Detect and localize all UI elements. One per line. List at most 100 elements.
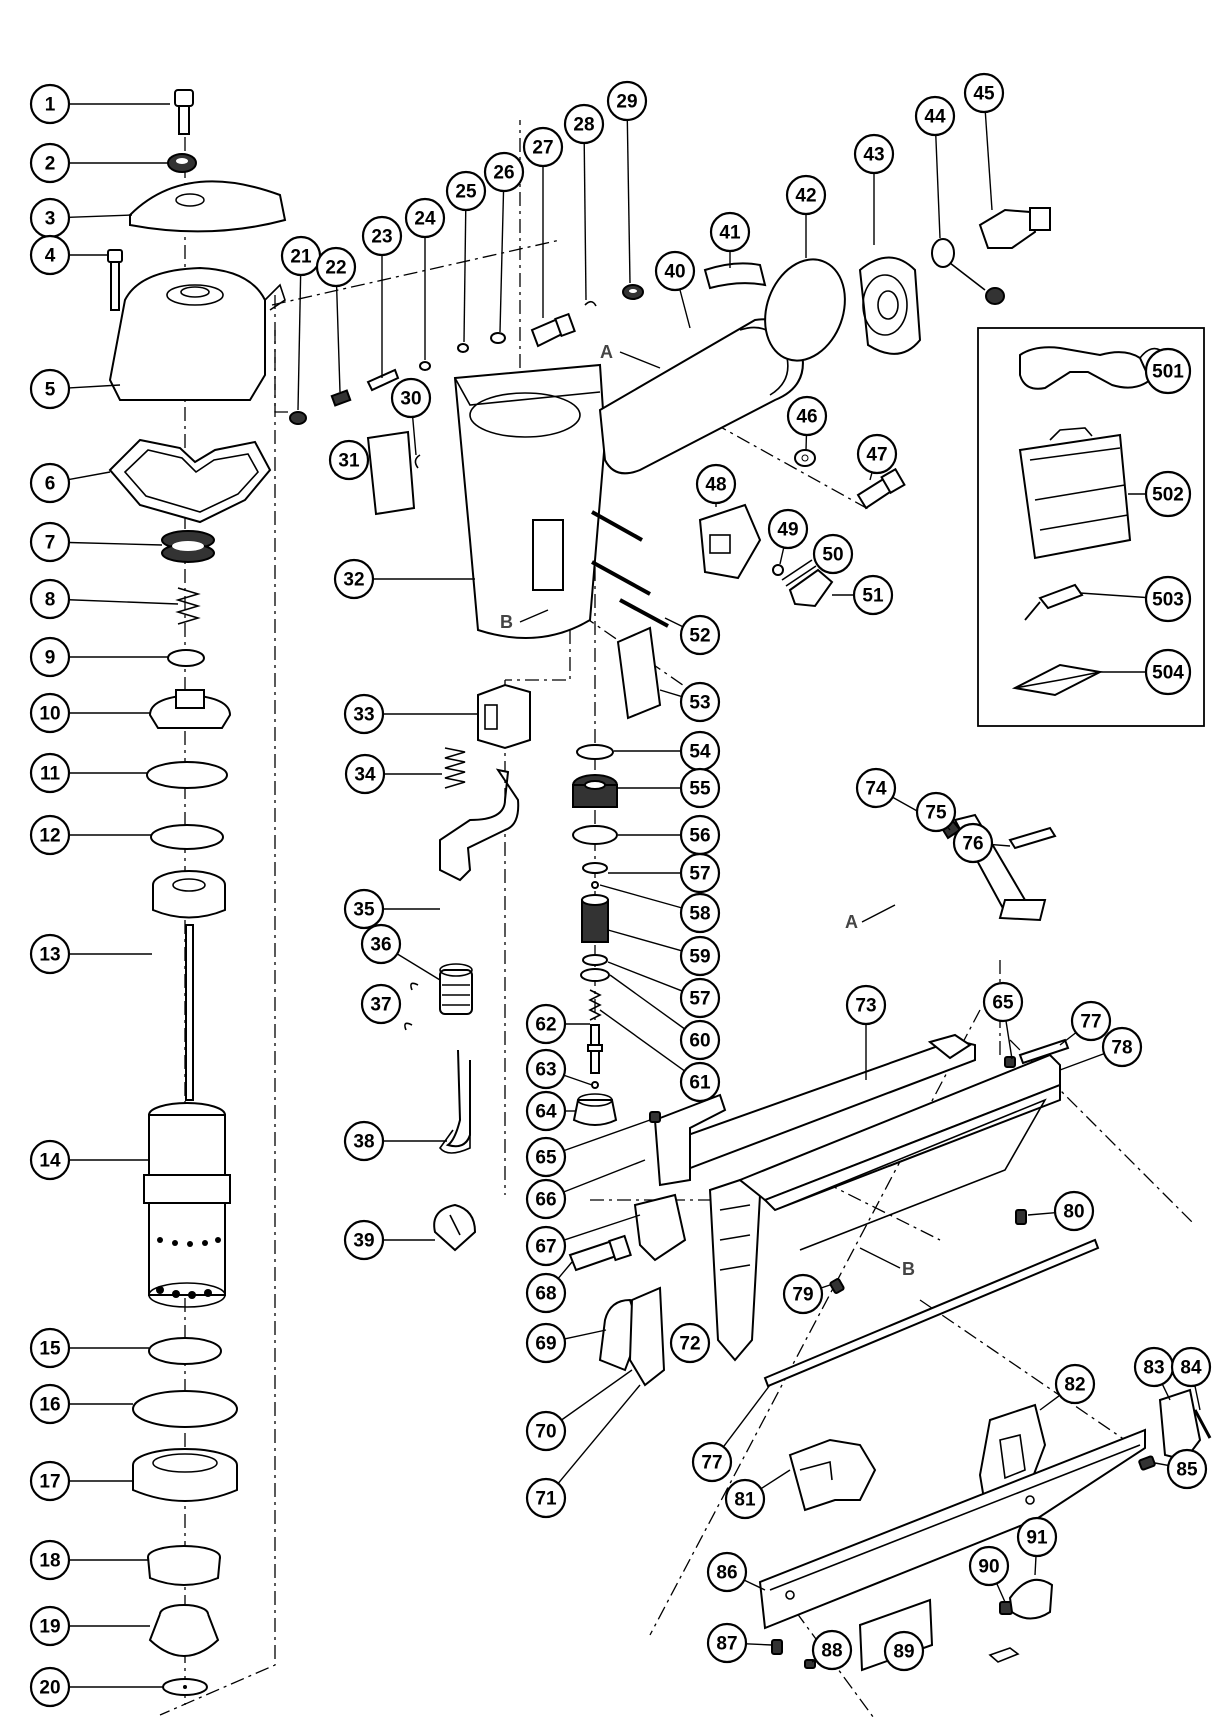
- callout-number-503: 503: [1152, 590, 1184, 611]
- callout-circle-12: [29, 814, 71, 856]
- callout-circle-77: [1070, 1000, 1112, 1042]
- part-callout-30: 30: [390, 377, 432, 419]
- callout-number-65: 65: [535, 1148, 557, 1169]
- callout-number-24: 24: [414, 209, 436, 230]
- callout-circle-15: [29, 1327, 71, 1369]
- callout-number-9: 9: [45, 648, 56, 669]
- part-callout-34: 34: [344, 753, 386, 795]
- callout-number-56: 56: [689, 826, 710, 847]
- callout-number-5: 5: [45, 380, 56, 401]
- part-callout-504: 504: [1144, 648, 1192, 696]
- callout-number-91: 91: [1026, 1528, 1048, 1549]
- callout-circle-60: [679, 1019, 721, 1061]
- callout-number-1: 1: [45, 95, 56, 116]
- callout-circle-17: [29, 1460, 71, 1502]
- part-callout-10: 10: [29, 692, 71, 734]
- part-callout-20: 20: [29, 1666, 71, 1708]
- part-callout-50: 50: [812, 533, 854, 575]
- leader-line-44: [935, 134, 941, 239]
- callout-circle-57b: [679, 977, 721, 1019]
- callout-circle-77b: [691, 1441, 733, 1483]
- callout-circle-46: [786, 395, 828, 437]
- leader-line-58: [599, 884, 682, 909]
- callout-circle-47: [856, 433, 898, 475]
- leader-line-81: [760, 1469, 791, 1490]
- callout-number-33: 33: [353, 705, 374, 726]
- part-callout-28: 28: [563, 103, 605, 145]
- callout-circle-19: [29, 1605, 71, 1647]
- callout-circle-90: [968, 1545, 1010, 1587]
- callout-number-75: 75: [925, 803, 947, 824]
- part-callout-61: 61: [679, 1061, 721, 1103]
- leader-line-68: [557, 1261, 573, 1279]
- callout-number-39: 39: [353, 1231, 374, 1252]
- callout-circle-88: [811, 1629, 853, 1671]
- leader-line-61: [599, 1009, 685, 1072]
- callout-number-55: 55: [689, 779, 711, 800]
- leader-line-57b: [607, 961, 683, 992]
- callout-circle-9: [29, 636, 71, 678]
- leader-line-77: [1059, 1032, 1077, 1046]
- callout-number-501: 501: [1152, 362, 1184, 383]
- leader-line-52: [664, 617, 684, 628]
- callout-circle-13: [29, 933, 71, 975]
- callout-circle-24: [404, 197, 446, 239]
- callout-number-3: 3: [45, 209, 56, 230]
- callout-number-81: 81: [734, 1490, 756, 1511]
- part-callout-89: 89: [883, 1630, 925, 1672]
- part-callout-41: 41: [709, 211, 751, 253]
- callout-circle-25: [445, 170, 487, 212]
- callout-number-504: 504: [1152, 663, 1184, 684]
- callout-number-64: 64: [535, 1102, 557, 1123]
- leader-line-67: [563, 1214, 641, 1241]
- part-callout-72: 72: [669, 1322, 711, 1364]
- leader-line-60: [609, 974, 686, 1030]
- part-callout-60: 60: [679, 1019, 721, 1061]
- part-callout-77: 77: [1070, 1000, 1112, 1042]
- callout-circle-16: [29, 1383, 71, 1425]
- callout-number-88: 88: [821, 1641, 842, 1662]
- leader-line-76: [991, 843, 1011, 847]
- callout-number-80: 80: [1063, 1202, 1084, 1223]
- leader-line-49: [779, 547, 785, 565]
- callout-circle-42: [785, 174, 827, 216]
- callout-number-67: 67: [535, 1237, 556, 1258]
- part-callout-70: 70: [525, 1410, 567, 1452]
- part-callout-3: 3: [29, 197, 71, 239]
- part-callout-87: 87: [706, 1622, 748, 1664]
- callout-number-82: 82: [1064, 1375, 1085, 1396]
- callout-circle-28: [563, 103, 605, 145]
- leader-line-83: [1161, 1383, 1171, 1401]
- callout-circle-38: [343, 1120, 385, 1162]
- part-callout-62: 62: [525, 1003, 567, 1045]
- part-callout-1: 1: [29, 83, 71, 125]
- part-callout-68: 68: [525, 1272, 567, 1314]
- part-callout-33: 33: [343, 693, 385, 735]
- callout-circle-79: [782, 1273, 824, 1315]
- callout-number-59: 59: [689, 947, 710, 968]
- callout-circle-55: [679, 767, 721, 809]
- callout-number-86: 86: [716, 1563, 737, 1584]
- callout-number-87: 87: [716, 1634, 737, 1655]
- part-callout-91: 91: [1016, 1516, 1058, 1558]
- part-callout-86: 86: [706, 1551, 748, 1593]
- callout-number-50: 50: [822, 545, 843, 566]
- part-callout-65: 65: [525, 1136, 567, 1178]
- part-callout-16: 16: [29, 1383, 71, 1425]
- part-callout-5: 5: [29, 368, 71, 410]
- callout-number-63: 63: [535, 1060, 556, 1081]
- callout-circle-48: [695, 463, 737, 505]
- leader-line-69: [564, 1329, 607, 1340]
- part-callout-64: 64: [525, 1090, 567, 1132]
- callout-number-69: 69: [535, 1334, 556, 1355]
- part-callout-75: 75: [915, 791, 957, 833]
- part-callout-13: 13: [29, 933, 71, 975]
- callout-circle-27: [522, 126, 564, 168]
- part-callout-42: 42: [785, 174, 827, 216]
- callout-circle-1: [29, 83, 71, 125]
- part-callout-48: 48: [695, 463, 737, 505]
- callout-number-74: 74: [865, 779, 887, 800]
- callout-circle-80: [1053, 1190, 1095, 1232]
- leader-line-40: [679, 289, 691, 329]
- callout-number-77: 77: [1080, 1012, 1101, 1033]
